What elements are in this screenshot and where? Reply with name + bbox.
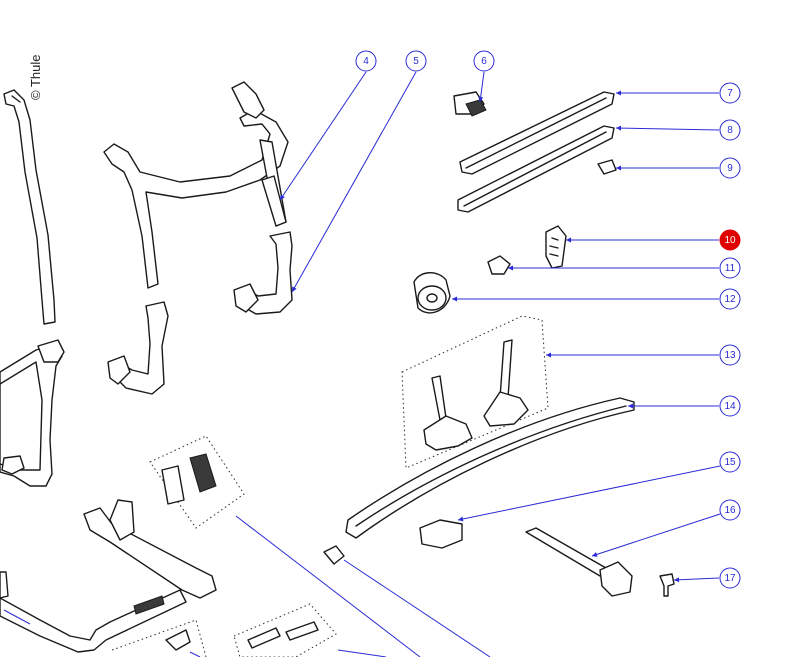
leader-line-8 [615, 127, 720, 131]
part-small-clip-bottom [323, 545, 345, 565]
leader-arrow-15 [458, 516, 464, 522]
callout-circle-11 [719, 257, 741, 279]
part-4-tube [261, 175, 287, 227]
callout-17: 17 [719, 567, 741, 589]
leader-line-16 [591, 513, 721, 557]
leader-arrow-14 [628, 403, 633, 409]
leader-line-6 [479, 71, 485, 103]
leader-line-17 [673, 577, 720, 581]
callout-number-9: 9 [727, 163, 733, 174]
part-7-rail [459, 91, 615, 175]
leader-line-5 [291, 71, 417, 293]
callout-4: 4 [355, 50, 377, 72]
callout-16: 16 [719, 499, 741, 521]
part-16-knob [525, 527, 633, 597]
callout-8: 8 [719, 119, 741, 141]
part-15-clamp [419, 519, 463, 549]
callout-circle-17 [719, 567, 741, 589]
callout-circle-14 [719, 395, 741, 417]
callout-number-11: 11 [725, 263, 736, 274]
callout-number-8: 8 [727, 125, 733, 136]
callout-circle-9 [719, 157, 741, 179]
callout-number-10: 10 [724, 235, 736, 246]
part-long-frame-tube [3, 89, 56, 325]
callout-number-16: 16 [724, 505, 736, 516]
leader-lines [3, 71, 721, 657]
callout-13: 13 [719, 344, 741, 366]
part-12-tape-roll [413, 272, 451, 314]
callout-number-12: 12 [724, 294, 736, 305]
callout-6: 6 [473, 50, 495, 72]
callout-number-14: 14 [724, 401, 736, 412]
leader-arrow-7 [616, 90, 621, 96]
leader-arrow-8 [616, 125, 622, 131]
leader-line-offscreen-5 [189, 651, 201, 657]
callout-circle-12 [719, 288, 741, 310]
part-side-frame [0, 339, 65, 487]
part-8-rail [457, 125, 615, 213]
callout-circle-4 [355, 50, 377, 72]
leader-arrow-16 [592, 552, 598, 557]
part-14-wheel-rail [345, 397, 635, 539]
part-bottom-box [233, 603, 337, 657]
callout-number-13: 13 [724, 350, 736, 361]
copyright-credit: © Thule [28, 55, 43, 100]
callout-number-4: 4 [363, 56, 369, 67]
part-6-clip [453, 91, 487, 117]
callout-circle-16 [719, 499, 741, 521]
leader-line-offscreen-2 [343, 559, 491, 657]
leader-arrow-13 [546, 352, 551, 358]
callout-circle-6 [473, 50, 495, 72]
callout-number-5: 5 [413, 56, 419, 67]
callout-circle-15 [719, 451, 741, 473]
callout-12: 12 [719, 288, 741, 310]
callout-number-15: 15 [724, 457, 736, 468]
leader-arrow-12 [452, 296, 457, 302]
part-17-key [659, 573, 675, 597]
part-small-hook [107, 301, 169, 395]
part-arm-frame [103, 81, 289, 289]
part-13-holder-kit [401, 315, 549, 469]
leader-line-15 [457, 465, 721, 521]
callout-number-17: 17 [724, 573, 736, 584]
part-bottom-bracket [111, 619, 207, 657]
callout-number-6: 6 [481, 56, 487, 67]
leader-line-4 [279, 71, 367, 201]
callout-circle-8 [719, 119, 741, 141]
part-11-cap [487, 255, 511, 275]
callout-14: 14 [719, 395, 741, 417]
part-bottom-frame [0, 499, 217, 653]
callout-circle-10 [719, 229, 741, 251]
leader-arrow-4 [280, 194, 285, 200]
part-5-hook [233, 231, 293, 315]
leader-arrow-6 [478, 96, 484, 102]
leader-arrow-11 [508, 265, 513, 271]
leader-arrow-9 [616, 165, 621, 171]
leader-line-offscreen-1 [235, 515, 421, 657]
leader-line-offscreen-4 [3, 609, 31, 625]
callout-9: 9 [719, 157, 741, 179]
leader-arrow-10 [566, 237, 571, 243]
leader-arrow-17 [674, 577, 680, 583]
callout-10: 10 [719, 229, 741, 251]
callout-7: 7 [719, 82, 741, 104]
callout-11: 11 [719, 257, 741, 279]
callout-circle-13 [719, 344, 741, 366]
leader-arrow-5 [292, 286, 297, 292]
callout-markers: 4 5 6 7 8 9 10 11 12 13 14 15 16 17 [355, 50, 741, 589]
callout-15: 15 [719, 451, 741, 473]
part-pads-box [149, 435, 245, 529]
part-10-strap [545, 225, 567, 269]
callout-number-7: 7 [727, 88, 733, 99]
leader-line-offscreen-3 [337, 649, 387, 657]
callout-circle-5 [405, 50, 427, 72]
callout-circle-7 [719, 82, 741, 104]
callout-5: 5 [405, 50, 427, 72]
part-9-clip [597, 159, 617, 175]
